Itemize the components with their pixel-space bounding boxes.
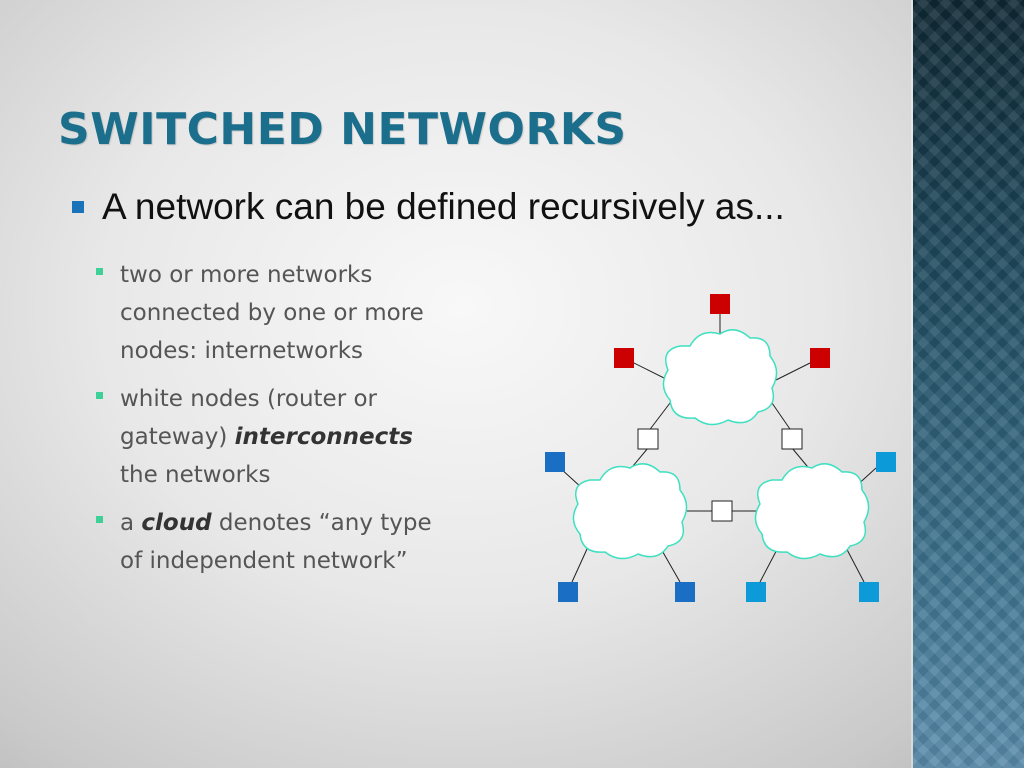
- host-node-cyan-left: [746, 582, 766, 602]
- host-node-red-right: [810, 348, 830, 368]
- text-line: two or more networks: [120, 262, 373, 288]
- bullet-square-icon: [96, 516, 103, 523]
- sub-bullet-text: white nodes (router or gateway) intercon…: [120, 380, 496, 494]
- bullet-square-icon: [96, 392, 103, 399]
- text-line: of independent network”: [120, 548, 408, 574]
- text-line: white nodes (router or: [120, 386, 377, 412]
- sub-bullet-2: white nodes (router or gateway) intercon…: [96, 380, 496, 494]
- text-line: connected by one or more: [120, 300, 424, 326]
- text-line: the networks: [120, 462, 271, 488]
- host-node-blue-right: [675, 582, 695, 602]
- sidebar-edge: [911, 0, 913, 768]
- main-bullet: A network can be defined recursively as.…: [72, 186, 785, 228]
- host-node-blue-left: [558, 582, 578, 602]
- host-node-cyan-right: [859, 582, 879, 602]
- host-node-red-left: [614, 348, 634, 368]
- text-line: gateway) interconnects: [120, 418, 496, 456]
- router-node-bottom: [711, 500, 733, 522]
- cloud-network-left: [572, 463, 688, 560]
- sub-bullet-list: two or more networks connected by one or…: [96, 256, 496, 590]
- router-node-top-left: [637, 428, 659, 450]
- slide-title: SWITCHED NETWORKS: [58, 104, 627, 155]
- router-node-top-right: [781, 428, 803, 450]
- bullet-square-icon: [72, 201, 84, 213]
- text-span: gateway): [120, 424, 235, 450]
- cloud-network-right: [754, 463, 870, 560]
- sub-bullet-1: two or more networks connected by one or…: [96, 256, 496, 370]
- sub-bullet-3: a cloud denotes “any type of independent…: [96, 504, 496, 580]
- text-span: denotes “any type: [211, 510, 432, 536]
- decorative-sidebar: [913, 0, 1024, 768]
- cloud-network-top: [662, 329, 778, 426]
- text-line: a cloud denotes “any type: [120, 504, 496, 542]
- host-node-cyan-top: [876, 452, 896, 472]
- text-span: a: [120, 510, 142, 536]
- sub-bullet-text: a cloud denotes “any type of independent…: [120, 504, 496, 580]
- host-node-blue-top: [545, 452, 565, 472]
- text-line: nodes: internetworks: [120, 338, 364, 364]
- internetwork-diagram: [545, 294, 896, 602]
- host-node-red-top: [710, 294, 730, 314]
- main-bullet-text: A network can be defined recursively as.…: [102, 186, 785, 227]
- emphasis-cloud: cloud: [141, 510, 212, 536]
- emphasis-interconnects: interconnects: [234, 424, 413, 450]
- sub-bullet-text: two or more networks connected by one or…: [120, 256, 496, 370]
- bullet-square-icon: [96, 268, 103, 275]
